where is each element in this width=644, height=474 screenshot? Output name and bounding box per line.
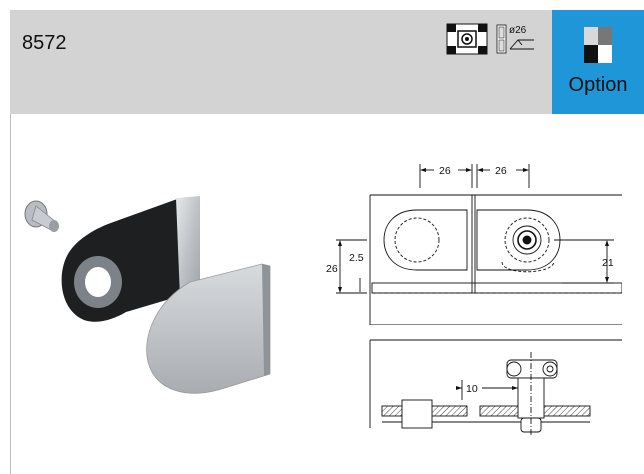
- dim-left-outer: 26: [326, 263, 338, 275]
- dim-top-right: 26: [495, 165, 507, 177]
- dim-top-left: 26: [439, 165, 451, 177]
- content-divider: [10, 114, 11, 474]
- diameter-label: ø26: [509, 25, 527, 36]
- black-plate: [61, 196, 200, 322]
- screw-part: [24, 200, 59, 232]
- dim-right: 21: [602, 257, 614, 269]
- product-photo: [24, 196, 271, 394]
- glass-mount-icon: [446, 23, 488, 55]
- diameter-icon: ø26: [496, 24, 534, 54]
- option-label: Option: [568, 74, 628, 96]
- header-bar: [10, 10, 644, 114]
- drawing-side-view: 10: [369, 339, 622, 435]
- product-code: 8572: [22, 32, 67, 54]
- cover-part: [146, 263, 271, 394]
- drawing-top-view: 26 26 26 2.5 21: [326, 164, 622, 325]
- option-squares-icon: [584, 27, 612, 63]
- dim-bottom: 10: [466, 383, 478, 395]
- dim-left-inner: 2.5: [349, 252, 364, 264]
